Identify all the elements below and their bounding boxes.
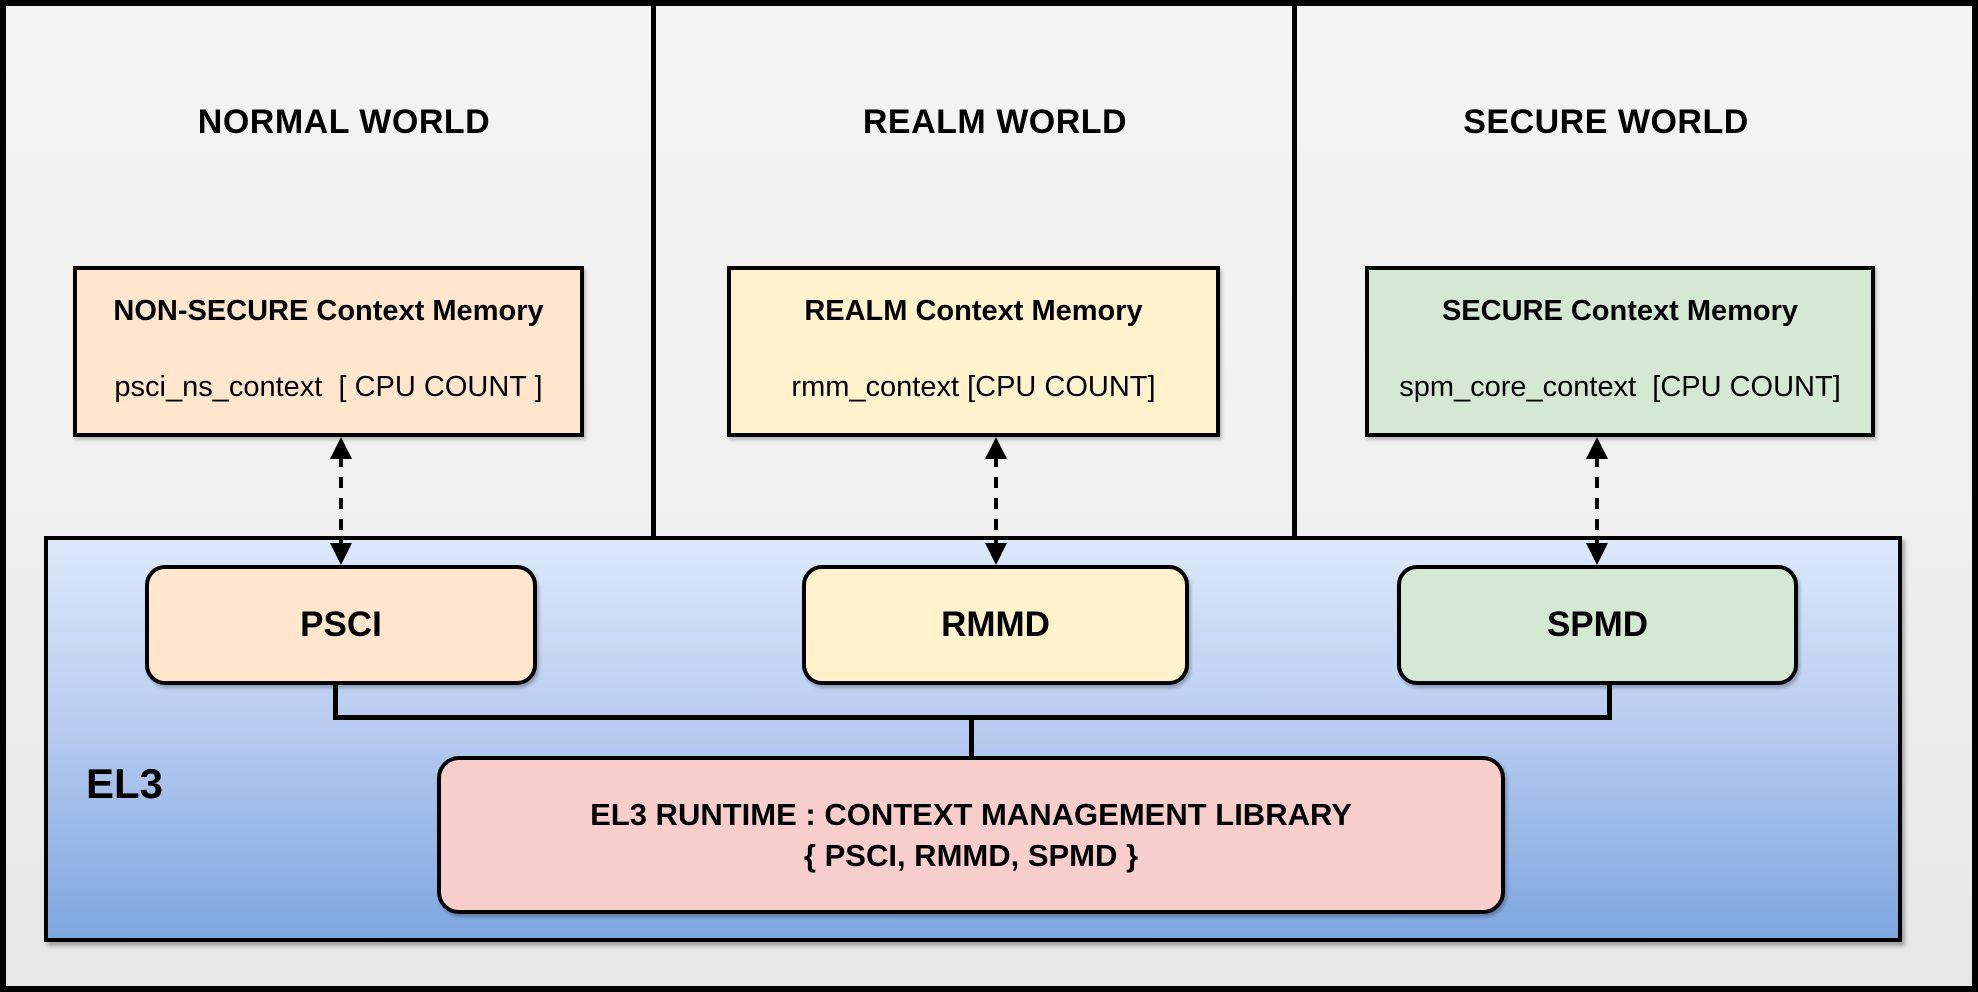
realm-context-memory-title: REALM Context Memory	[804, 295, 1143, 327]
psci-box: PSCI	[145, 565, 537, 685]
panel-divider-normal-realm	[651, 0, 656, 540]
secure-context-memory-title: SECURE Context Memory	[1441, 295, 1799, 327]
realm-context-memory-box: REALM Context Memory rmm_context [CPU CO…	[727, 266, 1220, 437]
bus-to-runtime-connector	[969, 715, 974, 760]
panel-divider-realm-secure	[1292, 0, 1297, 540]
el3-runtime-library-line1: EL3 RUNTIME : CONTEXT MANAGEMENT LIBRARY	[590, 797, 1352, 832]
rmm-context-array-label: rmm_context [CPU COUNT]	[791, 371, 1156, 403]
el3-runtime-library-line2: { PSCI, RMMD, SPMD }	[803, 838, 1139, 873]
secure-context-memory-box: SECURE Context Memory spm_core_context […	[1365, 266, 1875, 437]
normal-world-title: NORMAL WORLD	[197, 103, 491, 141]
spm-core-context-array-label: spm_core_context [CPU COUNT]	[1399, 371, 1841, 403]
el3-runtime-library-box: EL3 RUNTIME : CONTEXT MANAGEMENT LIBRARY…	[437, 756, 1505, 914]
non-secure-context-memory-box: NON-SECURE Context Memory psci_ns_contex…	[73, 266, 584, 437]
spmd-box: SPMD	[1397, 565, 1798, 685]
realm-world-title: REALM WORLD	[862, 103, 1128, 141]
el3-label: EL3	[86, 760, 164, 807]
secure-world-title: SECURE WORLD	[1463, 103, 1749, 141]
psci-to-bus-connector	[333, 683, 338, 719]
spmd-to-bus-connector	[1607, 683, 1612, 719]
non-secure-context-memory-title: NON-SECURE Context Memory	[113, 295, 544, 327]
rmmd-box: RMMD	[802, 565, 1189, 685]
psci-ns-context-array-label: psci_ns_context [ CPU COUNT ]	[114, 371, 543, 403]
